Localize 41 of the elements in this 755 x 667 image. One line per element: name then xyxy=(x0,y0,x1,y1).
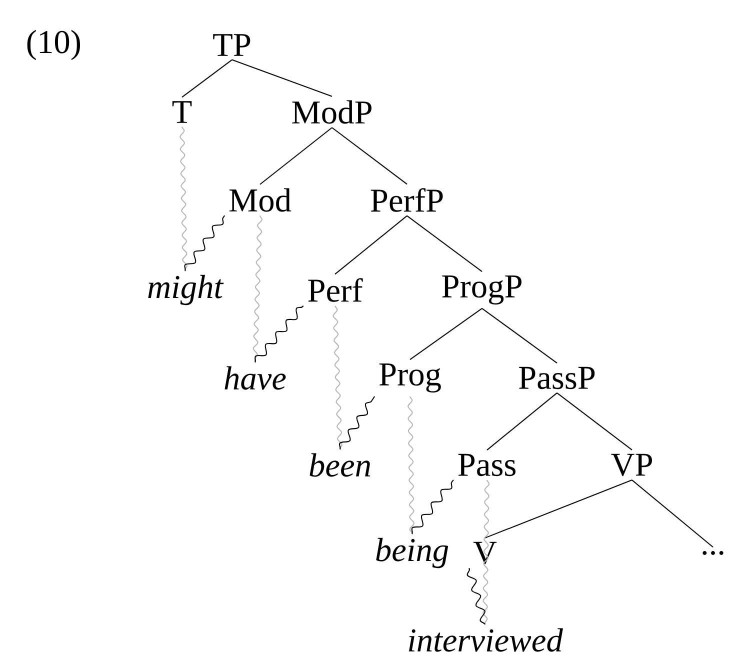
tree-branch xyxy=(486,392,558,450)
movement-line xyxy=(254,305,304,363)
category-label: ModP xyxy=(292,100,372,124)
category-label: PassP xyxy=(519,366,595,390)
tree-branch xyxy=(482,308,558,364)
tree-branch xyxy=(632,480,714,548)
category-label: TP xyxy=(213,34,250,56)
movement-line xyxy=(184,215,226,272)
movement-line xyxy=(466,568,486,625)
tree-branch xyxy=(556,392,632,450)
category-label: PerfP xyxy=(370,188,443,212)
category-label: Pass xyxy=(458,454,516,476)
word-label: been xyxy=(310,453,370,477)
tree-branch xyxy=(232,59,332,97)
movement-line xyxy=(252,215,262,362)
movement-line xyxy=(180,126,188,272)
category-label: ProgP xyxy=(442,275,522,305)
category-label: V xyxy=(473,542,497,564)
tree-branch xyxy=(182,59,232,98)
category-label: Prog xyxy=(379,363,441,393)
category-label: T xyxy=(172,101,192,123)
word-label: being xyxy=(376,538,448,568)
word-label: have xyxy=(224,366,286,390)
category-label: ... xyxy=(702,551,724,555)
tree-branch xyxy=(410,308,482,360)
category-label: VP xyxy=(611,454,652,476)
movement-line xyxy=(482,480,490,624)
tree-branch xyxy=(406,215,482,272)
category-label: Mod xyxy=(229,188,292,212)
example-number: (10) xyxy=(27,30,80,60)
tree-branch xyxy=(332,127,408,185)
tree-branch xyxy=(334,215,408,275)
tree-branch xyxy=(484,480,632,538)
word-label: interviewed xyxy=(408,628,563,652)
movement-line xyxy=(408,396,414,534)
movement-line xyxy=(411,480,454,534)
category-label: Perf xyxy=(308,278,363,302)
word-label: might xyxy=(148,274,224,306)
movement-line xyxy=(332,306,342,450)
tree-branch xyxy=(260,127,332,185)
movement-line xyxy=(339,396,376,450)
